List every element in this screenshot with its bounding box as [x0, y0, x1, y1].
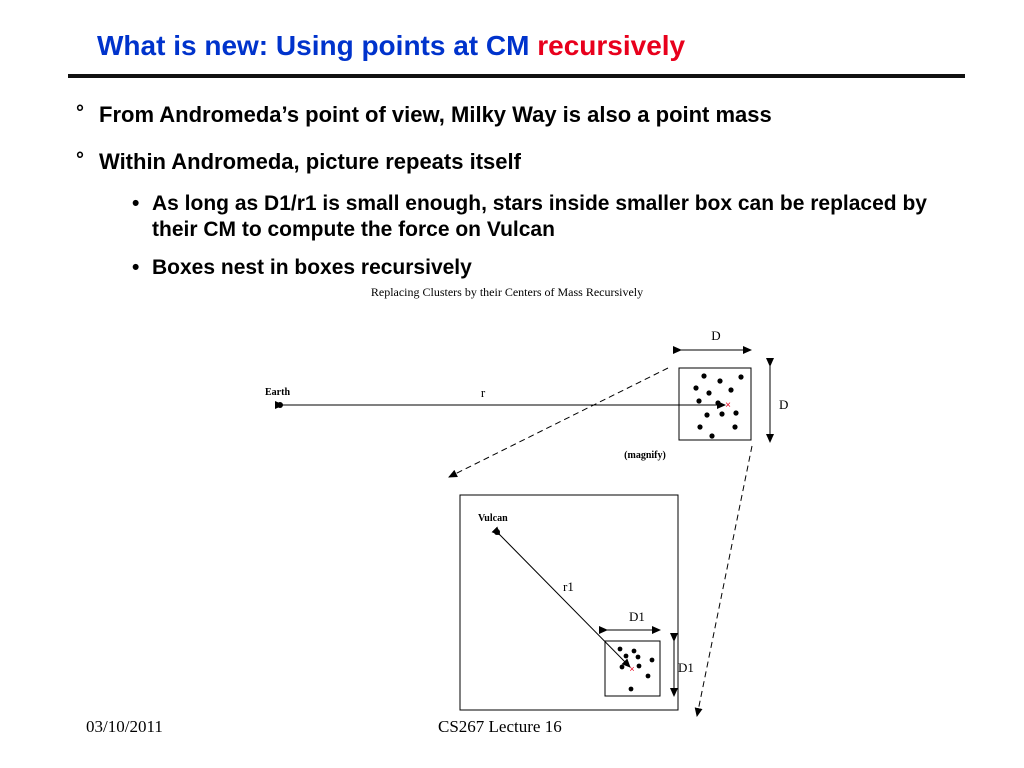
earth-label: Earth: [265, 387, 290, 398]
inner-box: [604, 640, 661, 697]
inner-stars: [617, 646, 655, 692]
bullet-text: Within Andromeda, picture repeats itself: [99, 149, 521, 174]
earth-point: [277, 402, 283, 408]
r1-arrow: [491, 526, 631, 668]
andromeda-stars: [693, 373, 744, 439]
recursive-clusters-diagram: Replacing Clusters by their Centers of M…: [265, 285, 788, 717]
r1-label: r1: [563, 579, 574, 594]
magnified-box: [459, 494, 679, 711]
footer-course: CS267 Lecture 16: [438, 717, 562, 736]
slide-title: What is new: Using points at CM recursiv…: [97, 30, 685, 62]
andromeda-cm-marker: ×: [725, 400, 731, 411]
sub-bullet-marker: •: [132, 256, 140, 279]
title-highlight: recursively: [537, 30, 686, 61]
title-main: What is new: Using points at CM: [97, 30, 530, 61]
magnify-line-right: [694, 445, 753, 717]
bullet-text: From Andromeda’s point of view, Milky Wa…: [99, 102, 772, 127]
vulcan-label: Vulcan: [478, 513, 508, 524]
magnify-label: (magnify): [624, 450, 666, 461]
inner-cm-marker: ×: [629, 664, 634, 674]
figure-caption: Replacing Clusters by their Centers of M…: [371, 285, 643, 299]
andromeda-box: [678, 367, 752, 441]
d1-width-label: D1: [629, 609, 645, 624]
title-divider: [68, 74, 965, 78]
sub-bullet-marker: •: [132, 192, 140, 215]
d-height-label: D: [779, 397, 788, 412]
sub-bullet-text: Boxes nest in boxes recursively: [152, 256, 472, 279]
bullet-marker: °: [76, 149, 84, 171]
sub-bullet-text: As long as D1/r1 is small enough, stars …: [152, 192, 927, 241]
d1-height-label: D1: [678, 660, 694, 675]
d-width-label: D: [711, 328, 720, 343]
vulcan-point: [494, 529, 500, 535]
footer-date: 03/10/2011: [86, 717, 163, 736]
bullet-marker: °: [76, 102, 84, 124]
r-label: r: [481, 385, 486, 400]
magnify-line-left: [448, 367, 669, 478]
